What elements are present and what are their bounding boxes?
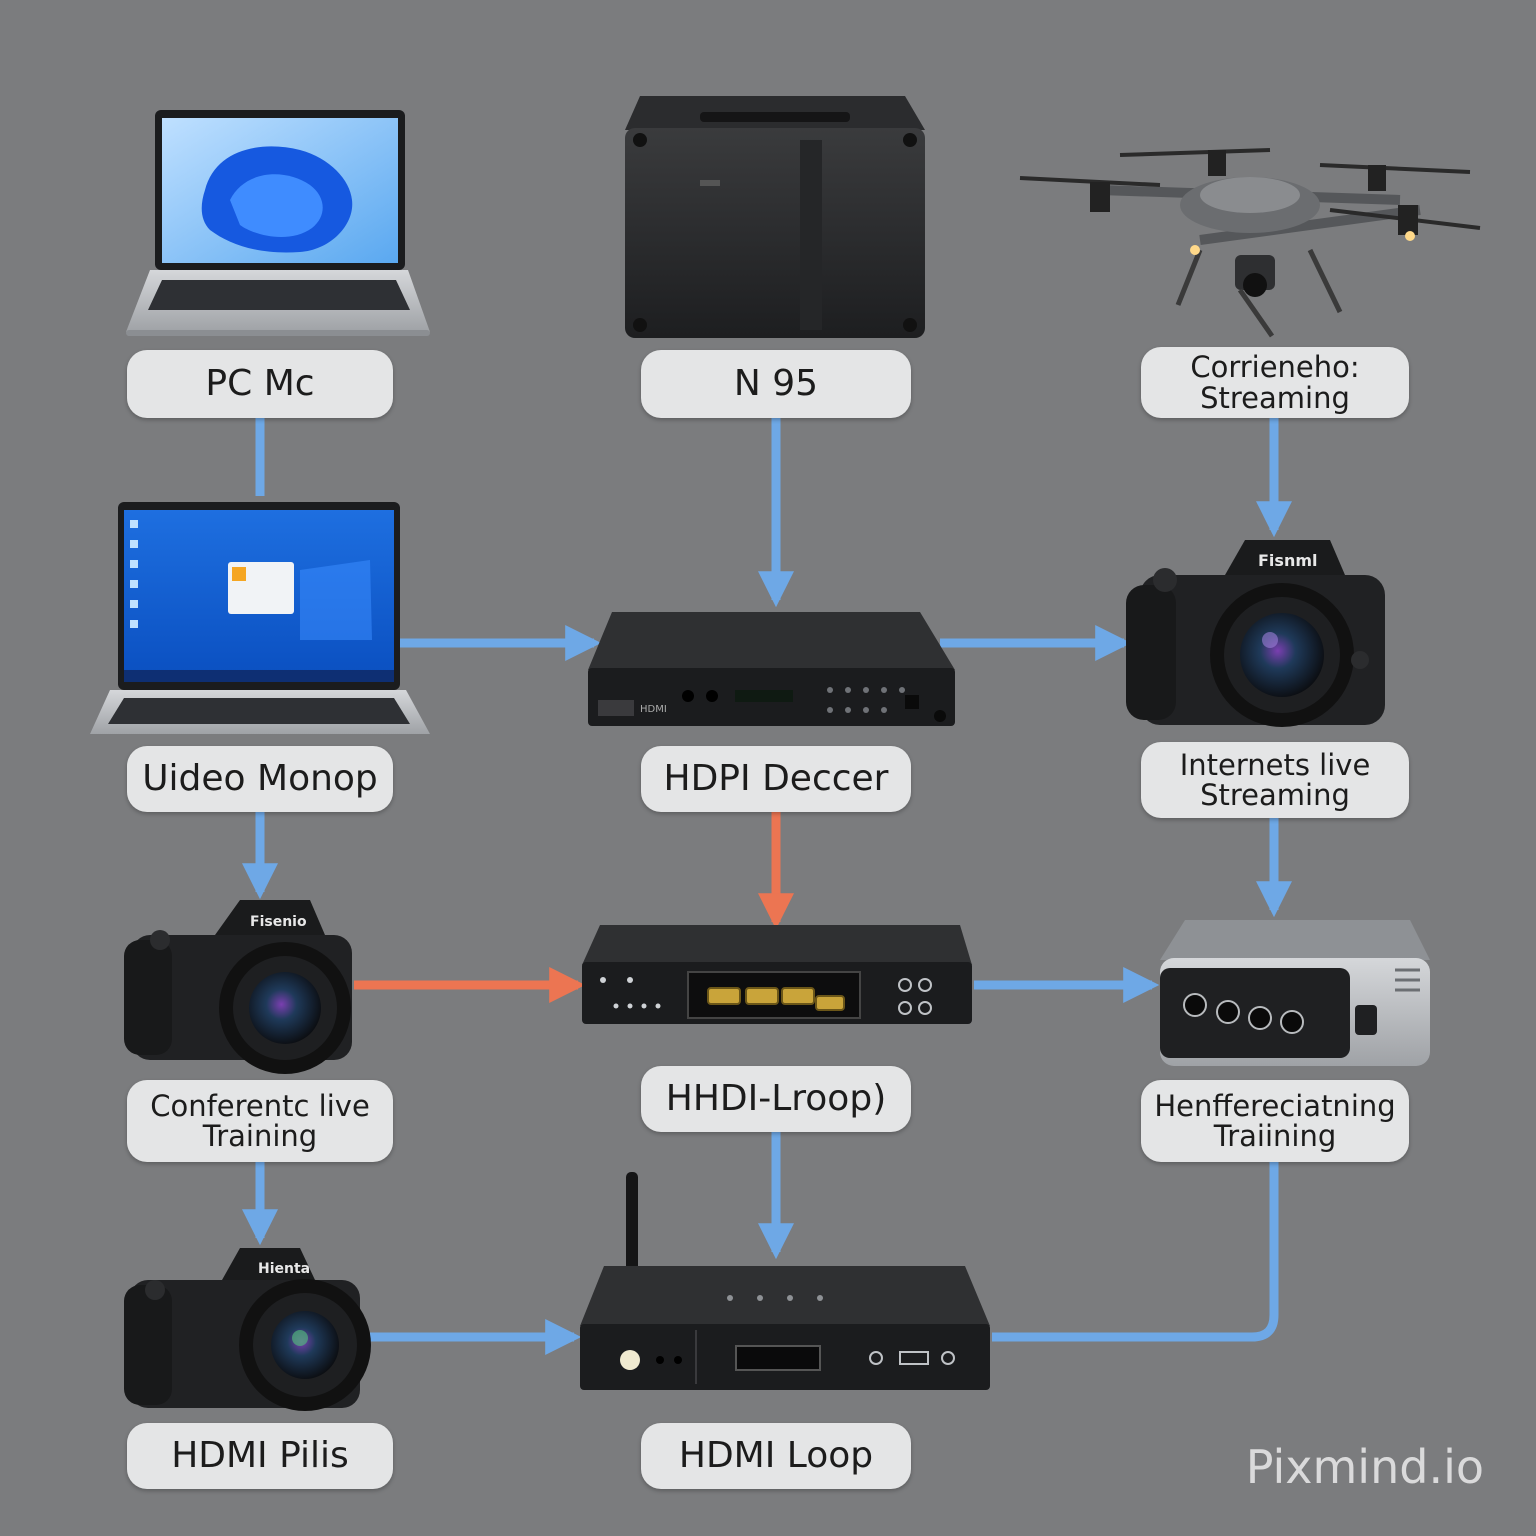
camera-brand: Fisnml [1258,551,1317,570]
laptop-icon [126,110,430,336]
drone-icon [1019,148,1481,338]
node-label-video-monop: Uideo Monop [127,746,393,812]
camera-brand: Fisenio [250,914,307,930]
node-label-hdpi-deccer: HDPI Deccer [641,746,911,812]
camera-icon: Fisenio [124,900,352,1074]
watermark: Pixmind.io [1245,1440,1484,1494]
node-label-n95: N 95 [641,350,911,418]
node-label-drone-streaming: Corrieneho:Streaming [1141,347,1409,418]
server-box-icon [625,96,925,338]
decoder-box-icon: HDMI [588,612,955,726]
router-box-icon [580,1172,990,1390]
camera-icon: Hienta [124,1248,371,1411]
connector-henfer-hdmiloop [992,1162,1279,1342]
node-label-pc-mc: PC Mc [127,350,393,418]
camera-brand: Hienta [258,1261,310,1277]
decoder-tag: HDMI [640,704,667,715]
node-label-hdmi-loop: HDMI Loop [641,1423,911,1489]
node-label-hdmi-pilis: HDMI Pilis [127,1423,393,1489]
camera-icon: Fisnml [1126,540,1385,727]
hdmi-switch-icon [582,925,972,1024]
laptop-icon [90,502,430,734]
splitter-box-icon [1160,920,1430,1066]
node-label-hhdi-loop: HHDI-Lroop) [641,1066,911,1132]
